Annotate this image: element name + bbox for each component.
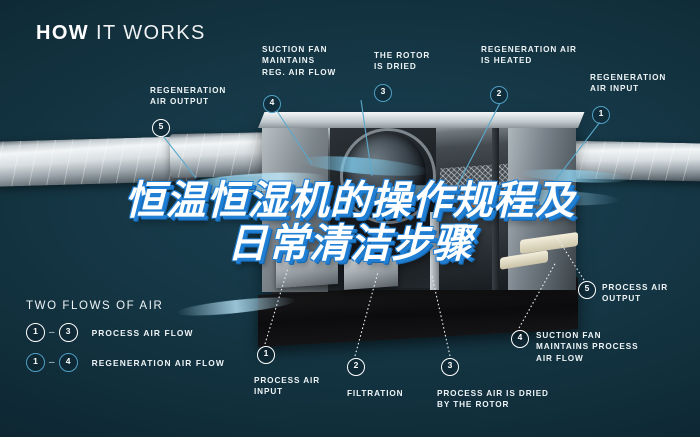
overlay-title-line-1: 恒温恒湿机的操作规程及	[124, 179, 576, 223]
callout-regeneration-air-output-number[interactable]: 5	[152, 119, 170, 137]
overlay-title: 恒温恒湿机的操作规程及 日常清洁步骤	[0, 179, 700, 267]
callout-filtration-label: FILTRATION	[347, 389, 404, 398]
page-title: HOW IT WORKS	[36, 22, 206, 45]
page-title-light: IT WORKS	[96, 22, 206, 44]
legend-row-2-dash: –	[49, 357, 55, 368]
callout-suction-fan-process-number[interactable]: 4	[511, 330, 529, 348]
callout-regeneration-air-heated-number[interactable]: 2	[490, 86, 508, 104]
legend-row-1-from: 1	[26, 323, 45, 342]
callout-rotor-dried-number[interactable]: 3	[374, 84, 392, 102]
callout-process-air-input-number[interactable]: 1	[257, 346, 275, 364]
legend-row-1-label: PROCESS AIR FLOW	[91, 327, 194, 338]
legend-row-1-dash: –	[49, 327, 55, 338]
legend-row-2-from: 1	[26, 353, 45, 372]
legend-row-2-label: REGENERATION AIR FLOW	[91, 357, 225, 368]
legend-row-2-to: 4	[58, 353, 78, 372]
callout-process-air-output-number[interactable]: 5	[578, 281, 596, 299]
legend-title: TWO FLOWS OF AIR	[26, 300, 164, 312]
legend-row-process-air-flow[interactable]: 1 – 3 PROCESS AIR FLOW	[26, 323, 225, 342]
desiccant-rotor-rim	[340, 128, 436, 224]
overlay-title-line-2: 日常清洁步骤	[227, 222, 473, 267]
page-title-bold: HOW	[36, 22, 90, 44]
callout-suction-fan-reg-number[interactable]: 4	[263, 95, 281, 113]
legend-row-regeneration-air-flow[interactable]: 1 – 4 REGENERATION AIR FLOW	[26, 353, 225, 372]
callout-regeneration-air-input-number[interactable]: 1	[592, 106, 610, 124]
legend: TWO FLOWS OF AIR 1 – 3 PROCESS AIR FLOW …	[26, 300, 225, 372]
callout-process-air-dried-number[interactable]: 3	[441, 358, 459, 376]
callout-filtration-number[interactable]: 2	[347, 358, 365, 376]
legend-row-1-to: 3	[58, 323, 78, 342]
machine-top-cover	[258, 112, 585, 128]
support-post-right	[492, 128, 499, 290]
support-post-left	[430, 212, 439, 290]
